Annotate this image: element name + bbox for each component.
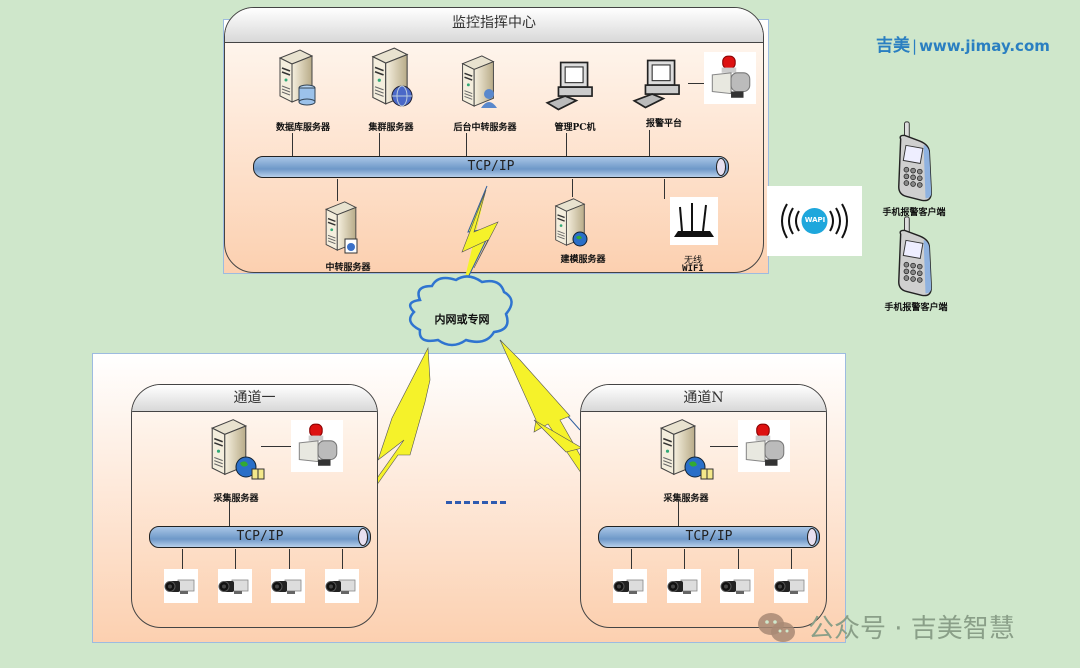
connector <box>664 179 665 199</box>
channel-n-title: 通道N <box>581 385 826 412</box>
globe-folder-icon <box>684 456 714 480</box>
lightning-bolt <box>533 419 583 453</box>
connector <box>566 133 567 156</box>
wifi-sublabel: WIFI <box>682 264 704 274</box>
channel-n-server-label: 采集服务器 <box>663 494 709 504</box>
wifi-router-icon[interactable] <box>670 197 718 245</box>
connector <box>791 549 792 569</box>
camera-icon[interactable] <box>164 569 198 603</box>
camera-icon[interactable] <box>774 569 808 603</box>
user-icon <box>481 89 497 108</box>
connector <box>337 179 338 201</box>
transfer-server[interactable] <box>322 200 360 256</box>
channel-1-collect-server[interactable] <box>208 417 265 481</box>
control-center-title: 监控指挥中心 <box>225 8 763 43</box>
logo-brand: 吉美 <box>876 36 910 56</box>
relay-server-label: 后台中转服务器 <box>453 123 517 133</box>
wechat-icon <box>758 613 795 642</box>
globe-folder-icon <box>235 456 265 480</box>
camera-icon[interactable] <box>325 569 359 603</box>
wireless-signal-icon <box>781 203 848 239</box>
connector <box>292 133 293 156</box>
channel-1-title: 通道一 <box>132 385 377 412</box>
management-pc-label: 管理PC机 <box>554 123 596 133</box>
lightning-bolt <box>461 189 499 269</box>
wapi-signal: WAPI <box>767 186 862 256</box>
watermark-text: 公众号 · 吉美智慧 <box>808 614 1015 644</box>
connector <box>289 549 290 569</box>
logo-url: www.jimay.com <box>919 37 1050 55</box>
document-globe-icon <box>344 238 358 254</box>
channel-n-bus: TCP/IP <box>598 526 820 548</box>
wifi-label: 无线 <box>683 256 702 266</box>
channel-1-server-label: 采集服务器 <box>213 494 259 504</box>
globe-icon <box>391 85 413 107</box>
siren-icon <box>291 420 343 472</box>
connector <box>710 446 740 447</box>
mobile-client-label: 手机报警客户端 <box>882 208 946 218</box>
connector <box>631 549 632 569</box>
connector <box>466 133 467 156</box>
mobile-client-label: 手机报警客户端 <box>884 303 948 313</box>
connector <box>572 179 573 197</box>
connector <box>688 83 706 84</box>
network-cloud-label: 内网或专网 <box>434 313 490 326</box>
camera-icon[interactable] <box>720 569 754 603</box>
camera-icon[interactable] <box>667 569 701 603</box>
globe-icon <box>572 231 588 247</box>
camera-icon[interactable] <box>271 569 305 603</box>
ellipsis <box>446 501 506 508</box>
alarm-platform-label: 报警平台 <box>645 119 682 129</box>
connector <box>678 500 679 526</box>
connector <box>235 549 236 569</box>
connector <box>261 446 293 447</box>
camera-icon[interactable] <box>218 569 252 603</box>
channel-n-collect-server[interactable] <box>657 417 714 481</box>
database-server-label: 数据库服务器 <box>275 123 330 133</box>
connector <box>182 549 183 569</box>
database-server[interactable] <box>272 48 332 108</box>
relay-server[interactable] <box>458 54 518 112</box>
transfer-server-label: 中转服务器 <box>325 263 371 273</box>
channel-1-bus: TCP/IP <box>149 526 371 548</box>
connector <box>229 500 230 526</box>
camera-icon[interactable] <box>613 569 647 603</box>
cloud-shape <box>408 275 513 347</box>
wapi-label: WAPI <box>804 216 826 224</box>
modeling-server-label: 建模服务器 <box>560 255 606 265</box>
cluster-server-label: 集群服务器 <box>368 123 414 133</box>
connector <box>342 549 343 569</box>
logo: 吉美|www.jimay.com <box>876 31 1050 56</box>
cluster-server[interactable] <box>364 46 424 110</box>
modeling-server[interactable] <box>552 197 588 251</box>
connector <box>379 133 380 156</box>
control-center-bus: TCP/IP <box>253 156 729 178</box>
logo-separator: | <box>912 37 918 55</box>
connector <box>684 549 685 569</box>
siren-icon <box>738 420 790 472</box>
connector <box>649 130 650 156</box>
database-icon <box>298 84 316 106</box>
connector <box>738 549 739 569</box>
